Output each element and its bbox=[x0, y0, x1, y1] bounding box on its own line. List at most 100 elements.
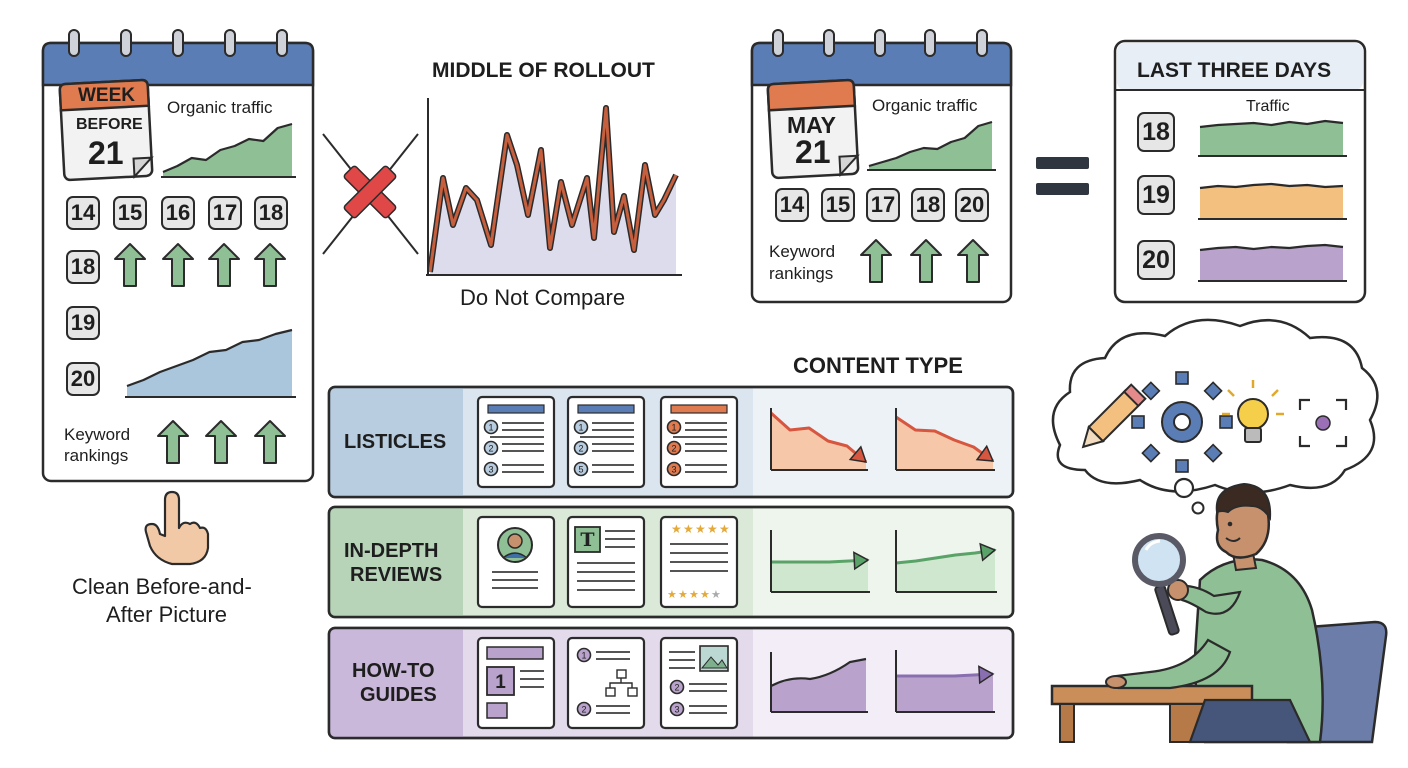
hair bbox=[1215, 482, 1272, 522]
avatar-body bbox=[502, 552, 528, 559]
listicle-doc-2: 1 2 5 bbox=[566, 395, 646, 489]
bullet-number: 1 bbox=[578, 423, 583, 433]
listicles-trend-2-arrowhead bbox=[975, 444, 995, 462]
week-calendar-panel-header bbox=[41, 41, 315, 87]
star-icon: ★ bbox=[700, 588, 710, 601]
numbered-bullet bbox=[576, 701, 592, 717]
desk-leg bbox=[1059, 703, 1075, 743]
guide-doc-flow: 12 bbox=[566, 636, 646, 730]
reviews-trend-1-line bbox=[771, 558, 869, 564]
guides-trend-2-fill bbox=[896, 674, 993, 712]
may-up-arrow-1 bbox=[860, 239, 892, 283]
may-calendar-panel-ring bbox=[976, 29, 988, 57]
last-three-days-header bbox=[1117, 43, 1363, 90]
may-up-arrow-2 bbox=[910, 239, 942, 283]
reviews-label-cell bbox=[329, 507, 463, 617]
week-organic-traffic-chart-line bbox=[162, 122, 293, 174]
guide-small-box bbox=[486, 702, 508, 719]
may-day-17: 17 bbox=[866, 188, 900, 222]
week-up-arrow-3 bbox=[208, 243, 240, 287]
numbered-bullet bbox=[573, 461, 589, 477]
review-doc-stars: ★★★★★★★★★★ bbox=[659, 515, 739, 609]
may-desk-calendar-top bbox=[766, 78, 857, 112]
star-icon: ★ bbox=[667, 588, 677, 601]
numbered-bullet bbox=[666, 461, 682, 477]
reviews-row-border bbox=[327, 505, 1015, 619]
week-tag: WEEK bbox=[78, 85, 135, 106]
content-type-title: CONTENT TYPE bbox=[793, 353, 963, 378]
guide-header-bar bbox=[486, 646, 544, 660]
bullet-number: 2 bbox=[488, 444, 493, 454]
listicles-row-border bbox=[327, 385, 1015, 499]
focus-target-icon bbox=[1298, 398, 1348, 448]
pencil-eraser bbox=[1122, 383, 1147, 408]
may-calendar-panel-ring bbox=[823, 29, 835, 57]
last-three-days-title: LAST THREE DAYS bbox=[1137, 59, 1332, 82]
thought-bubble-1 bbox=[1173, 477, 1195, 499]
numbered-bullet bbox=[573, 440, 589, 456]
gear-tooth bbox=[1203, 443, 1223, 463]
review-doc-profile bbox=[476, 515, 556, 609]
last-three-days-traffic-label: Traffic bbox=[1246, 98, 1290, 115]
listicles-trend-1 bbox=[769, 408, 868, 471]
last-three-days-panel bbox=[1113, 39, 1367, 304]
week-day-14: 14 bbox=[66, 196, 100, 230]
listicles-trend-2-line bbox=[895, 415, 994, 463]
calendar-may-day: 21 bbox=[795, 134, 831, 170]
bullet-number: 5 bbox=[578, 465, 583, 475]
may-desk-calendar bbox=[766, 78, 860, 180]
in-depth-label: IN-DEPTH bbox=[344, 540, 439, 562]
week-keyword-arrow-1 bbox=[157, 420, 189, 464]
may-day-15: 15 bbox=[821, 188, 855, 222]
week-keyword-chart-line bbox=[126, 328, 293, 388]
guides-trend-2 bbox=[895, 650, 995, 713]
guides-label-cell bbox=[329, 628, 463, 738]
week-calendar-panel-ring bbox=[172, 29, 184, 57]
guides-trend-2-line bbox=[896, 672, 994, 678]
numbered-bullet bbox=[666, 419, 682, 435]
reviews-label: REVIEWS bbox=[350, 564, 443, 586]
calendar-before-label: BEFORE bbox=[76, 116, 143, 133]
pencil-icon bbox=[1081, 383, 1147, 449]
flow-node bbox=[605, 687, 616, 697]
week-keyword-arrow-2 bbox=[205, 420, 237, 464]
week-desk-calendar bbox=[58, 78, 154, 182]
bullet-number: 2 bbox=[581, 705, 586, 715]
bulb-ray bbox=[1227, 389, 1235, 397]
guide-number-box bbox=[486, 666, 515, 696]
person-illustration bbox=[1050, 482, 1388, 744]
red-x-icon bbox=[343, 165, 397, 219]
listicles-trend-2 bbox=[895, 408, 995, 471]
lightbulb-icon bbox=[1222, 380, 1284, 443]
guides-trend-1-line bbox=[770, 657, 867, 687]
listicle-doc-3: 123 bbox=[659, 395, 739, 489]
clean-caption-line1: Clean Before-and- bbox=[72, 574, 252, 599]
week-organic-traffic-label: Organic traffic bbox=[167, 98, 273, 117]
reviews-trend-1-arrowhead bbox=[853, 551, 870, 571]
week-up-arrow-1 bbox=[114, 243, 146, 287]
cloud-shape bbox=[1051, 318, 1379, 494]
week-day-15: 15 bbox=[113, 196, 147, 230]
bullet-number: 1 bbox=[581, 651, 586, 661]
may-up-arrow-3 bbox=[957, 239, 989, 283]
gear-tooth bbox=[1219, 415, 1233, 429]
focus-corners bbox=[1298, 398, 1348, 448]
listicle-doc-1: 123 bbox=[476, 395, 556, 489]
calendar-may-label: MAY bbox=[787, 112, 836, 138]
doc-header-bar bbox=[577, 404, 635, 414]
flow-node bbox=[616, 669, 627, 679]
ltd-day-20: 20 bbox=[1137, 240, 1175, 280]
listicles-label: LISTICLES bbox=[344, 431, 447, 453]
numbered-bullet bbox=[669, 701, 685, 717]
ltd-chart-19-line bbox=[1199, 182, 1344, 190]
star-icon: ★ bbox=[711, 588, 721, 601]
listicles-trend-1-line bbox=[769, 411, 867, 464]
doc-header-bar bbox=[487, 404, 545, 414]
gear-tooth bbox=[1131, 415, 1145, 429]
review-doc-text: T bbox=[566, 515, 646, 609]
gear-hole bbox=[1173, 413, 1191, 431]
letter-t: T bbox=[580, 529, 594, 551]
bullet-number: 2 bbox=[578, 444, 583, 454]
